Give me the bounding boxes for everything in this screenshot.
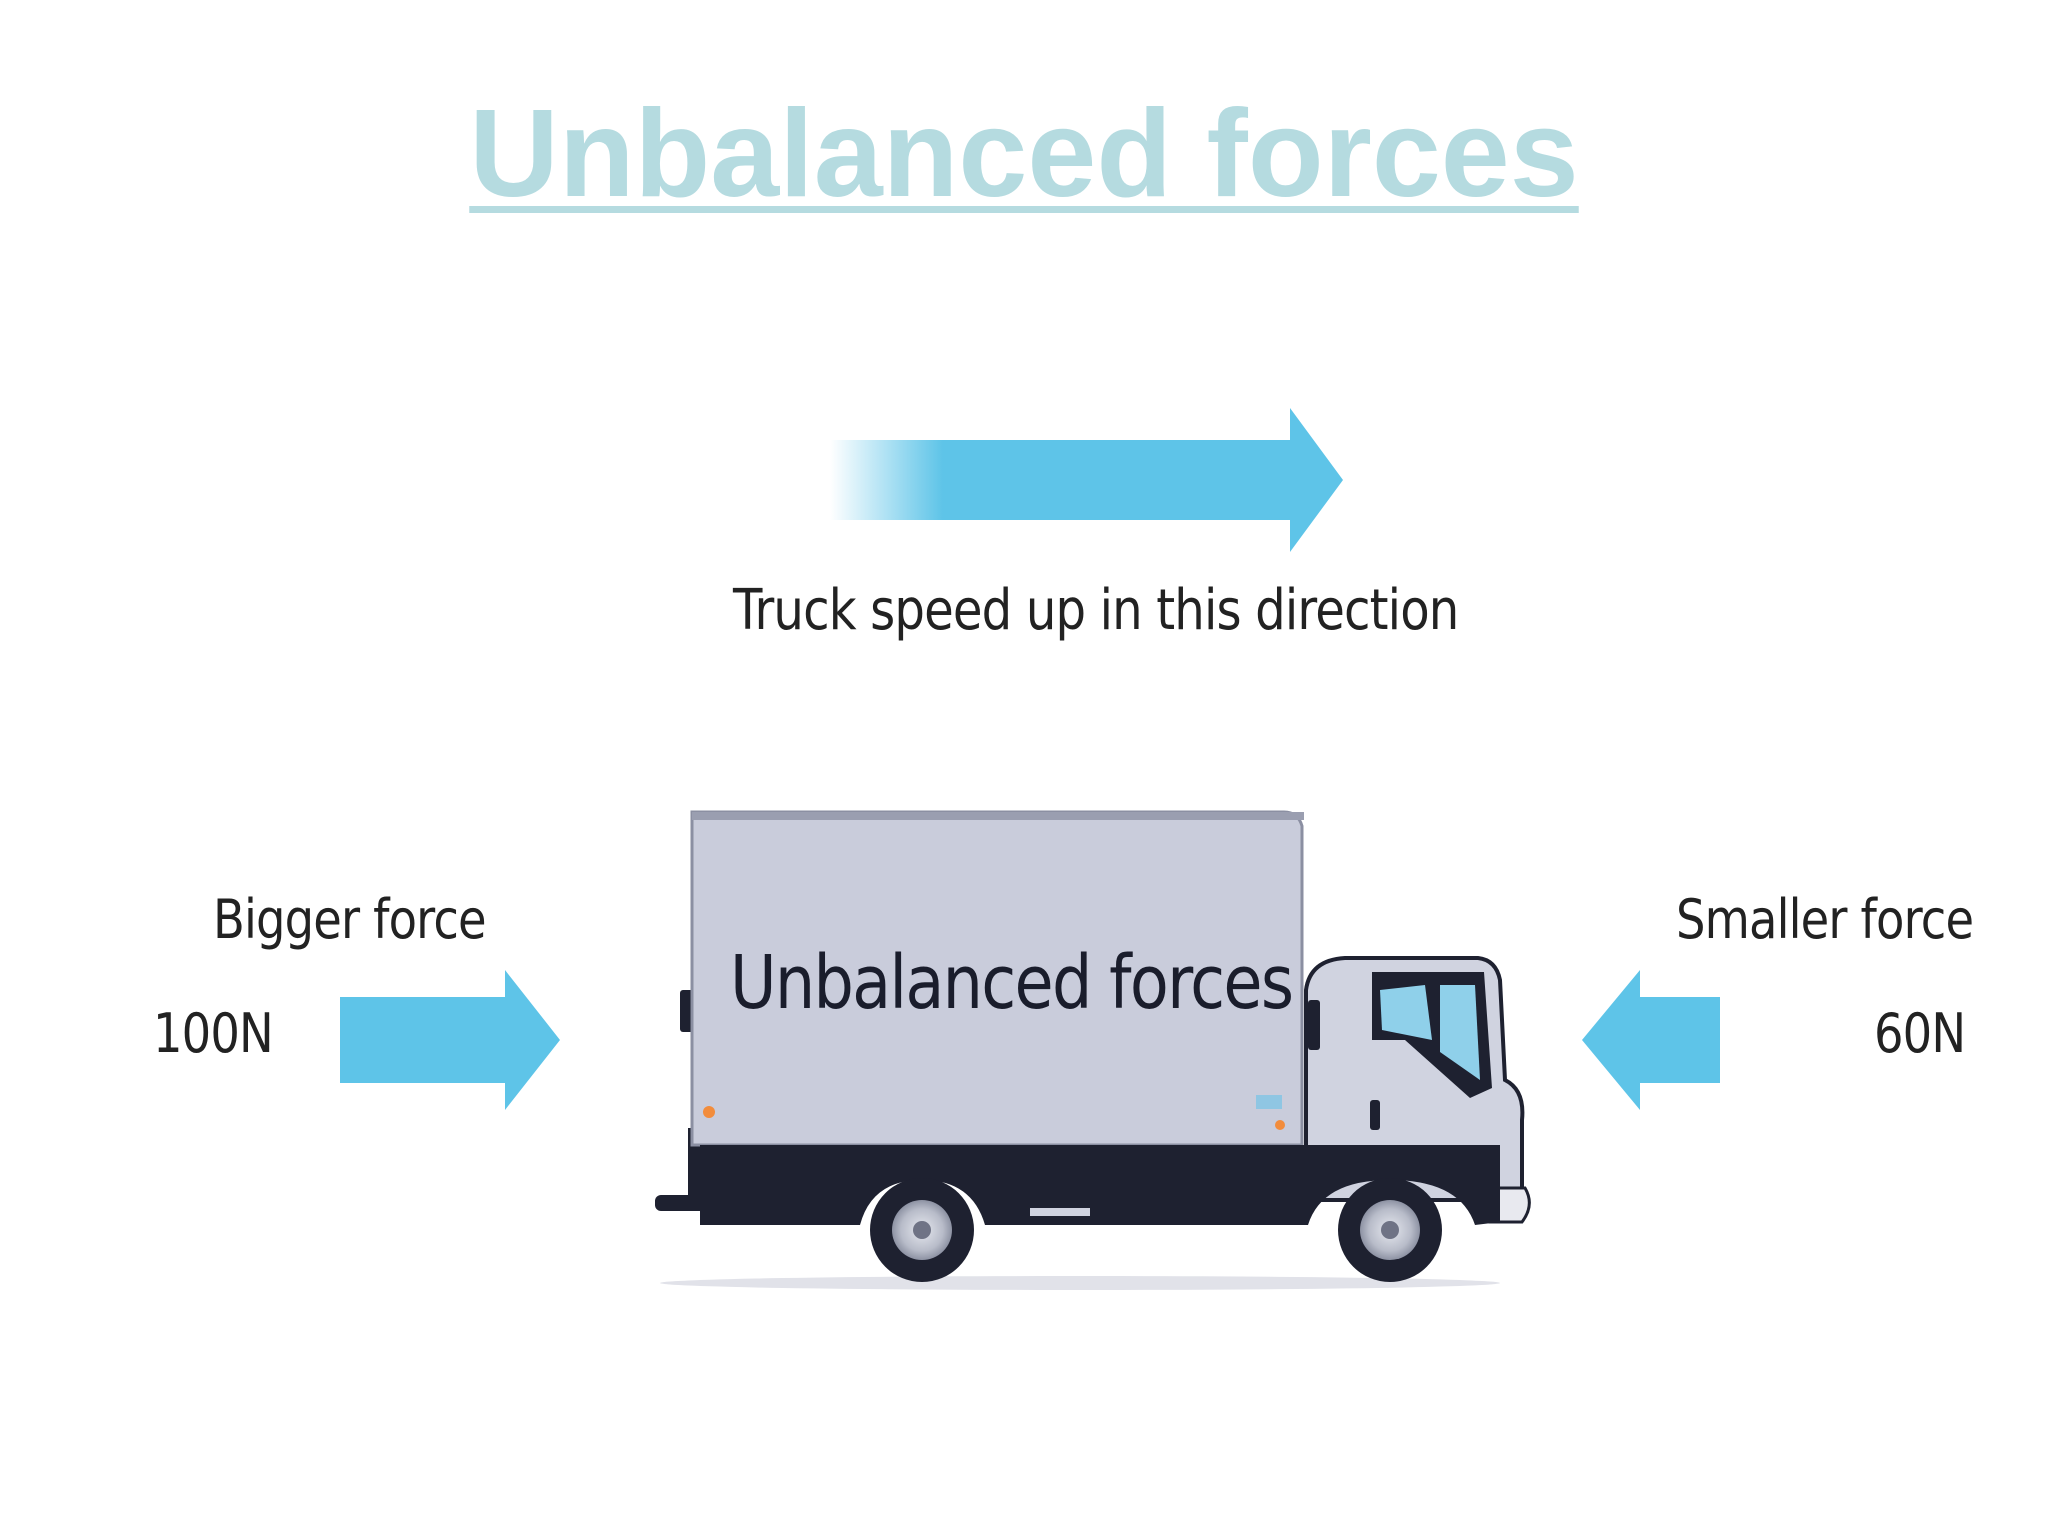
page-title: Unbalanced forces bbox=[469, 85, 1579, 223]
left-force-value: 100N bbox=[153, 1002, 274, 1065]
front-wheel bbox=[1338, 1178, 1442, 1282]
right-force-arrow bbox=[1582, 970, 1720, 1110]
truck-chassis bbox=[700, 1145, 1500, 1225]
direction-arrow bbox=[830, 408, 1343, 552]
left-force-label: Bigger force bbox=[213, 888, 487, 951]
direction-label: Truck speed up in this direction bbox=[733, 578, 1459, 643]
truck-shadow bbox=[660, 1276, 1500, 1290]
rear-wheel bbox=[870, 1178, 974, 1282]
right-force-label: Smaller force bbox=[1676, 888, 1974, 951]
left-force-arrow bbox=[340, 970, 560, 1110]
truck bbox=[655, 810, 1531, 1290]
right-force-value: 60N bbox=[1874, 1002, 1966, 1065]
truck-side-label: Unbalanced forces bbox=[730, 940, 1294, 1026]
